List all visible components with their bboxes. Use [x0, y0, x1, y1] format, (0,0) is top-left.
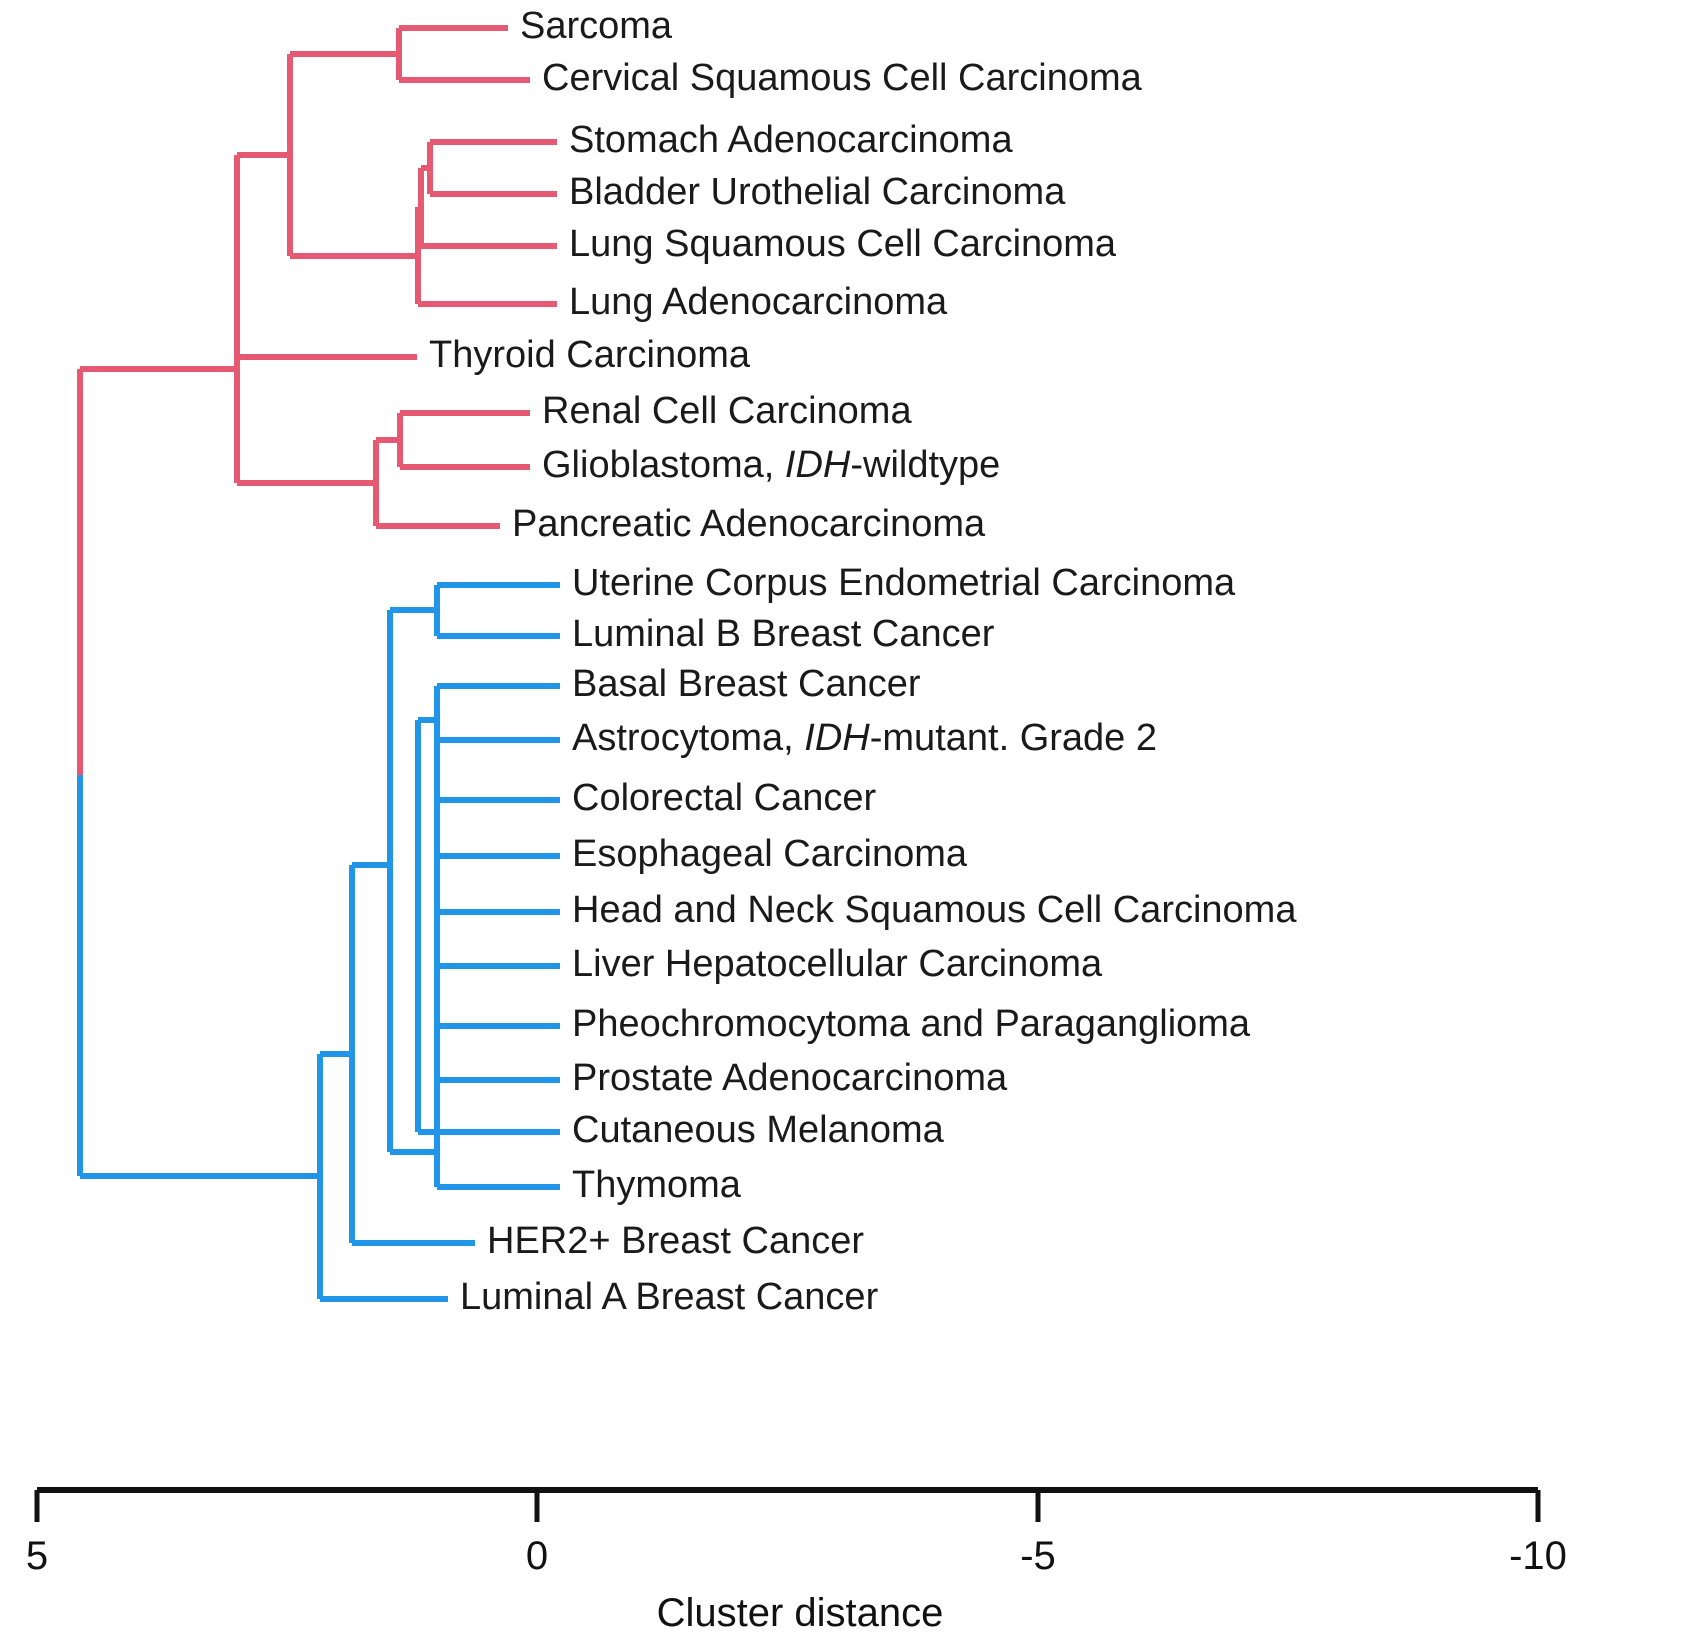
leaf-label-cervical-squamous: Cervical Squamous Cell Carcinoma	[542, 57, 1143, 99]
leaf-label-prostate: Prostate Adenocarcinoma	[572, 1057, 1008, 1099]
axis-title-cluster-distance: Cluster distance	[657, 1591, 944, 1635]
tick-label-0: 0	[526, 1534, 548, 1578]
leaf-label-uterine-corpus: Uterine Corpus Endometrial Carcinoma	[572, 562, 1236, 604]
leaf-label-her2-breast: HER2+ Breast Cancer	[487, 1220, 864, 1262]
cluster-blue-group	[77, 582, 560, 1302]
x-axis: 5 0 -5 -10 Cluster distance	[26, 1487, 1567, 1635]
leaf-label-renal-cell-carcinoma: Renal Cell Carcinoma	[542, 390, 912, 432]
leaf-label-basal-breast: Basal Breast Cancer	[572, 663, 921, 705]
leaf-label-pheochromocytoma: Pheochromocytoma and Paraganglioma	[572, 1003, 1251, 1045]
cluster-red-group	[77, 25, 557, 775]
leaf-label-lung-adenocarcinoma: Lung Adenocarcinoma	[569, 281, 948, 323]
leaf-label-sarcoma: Sarcoma	[520, 5, 673, 47]
leaf-label-pancreatic-adenocarcinoma: Pancreatic Adenocarcinoma	[512, 503, 986, 545]
leaf-labels-group: Sarcoma Cervical Squamous Cell Carcinoma…	[429, 5, 1297, 1318]
leaf-label-glioblastoma: Glioblastoma, IDH-wildtype	[542, 444, 1000, 486]
leaf-label-astrocytoma: Astrocytoma, IDH-mutant. Grade 2	[572, 717, 1157, 759]
leaf-label-bladder-urothelial: Bladder Urothelial Carcinoma	[569, 171, 1066, 213]
leaf-label-thymoma: Thymoma	[572, 1164, 742, 1206]
leaf-label-head-and-neck: Head and Neck Squamous Cell Carcinoma	[572, 889, 1297, 931]
leaf-label-cutaneous-melanoma: Cutaneous Melanoma	[572, 1109, 945, 1151]
leaf-label-lung-squamous: Lung Squamous Cell Carcinoma	[569, 223, 1117, 265]
leaf-label-esophageal: Esophageal Carcinoma	[572, 833, 968, 875]
leaf-label-liver-hcc: Liver Hepatocellular Carcinoma	[572, 943, 1103, 985]
leaf-label-thyroid-carcinoma: Thyroid Carcinoma	[429, 334, 751, 376]
tick-label-neg5: -5	[1020, 1534, 1056, 1578]
leaf-label-colorectal: Colorectal Cancer	[572, 777, 876, 819]
leaf-label-luminal-b: Luminal B Breast Cancer	[572, 613, 995, 655]
tick-label-neg10: -10	[1509, 1534, 1567, 1578]
leaf-label-luminal-a: Luminal A Breast Cancer	[460, 1276, 879, 1318]
tick-label-5: 5	[26, 1534, 48, 1578]
leaf-label-stomach-adenocarcinoma: Stomach Adenocarcinoma	[569, 119, 1013, 161]
